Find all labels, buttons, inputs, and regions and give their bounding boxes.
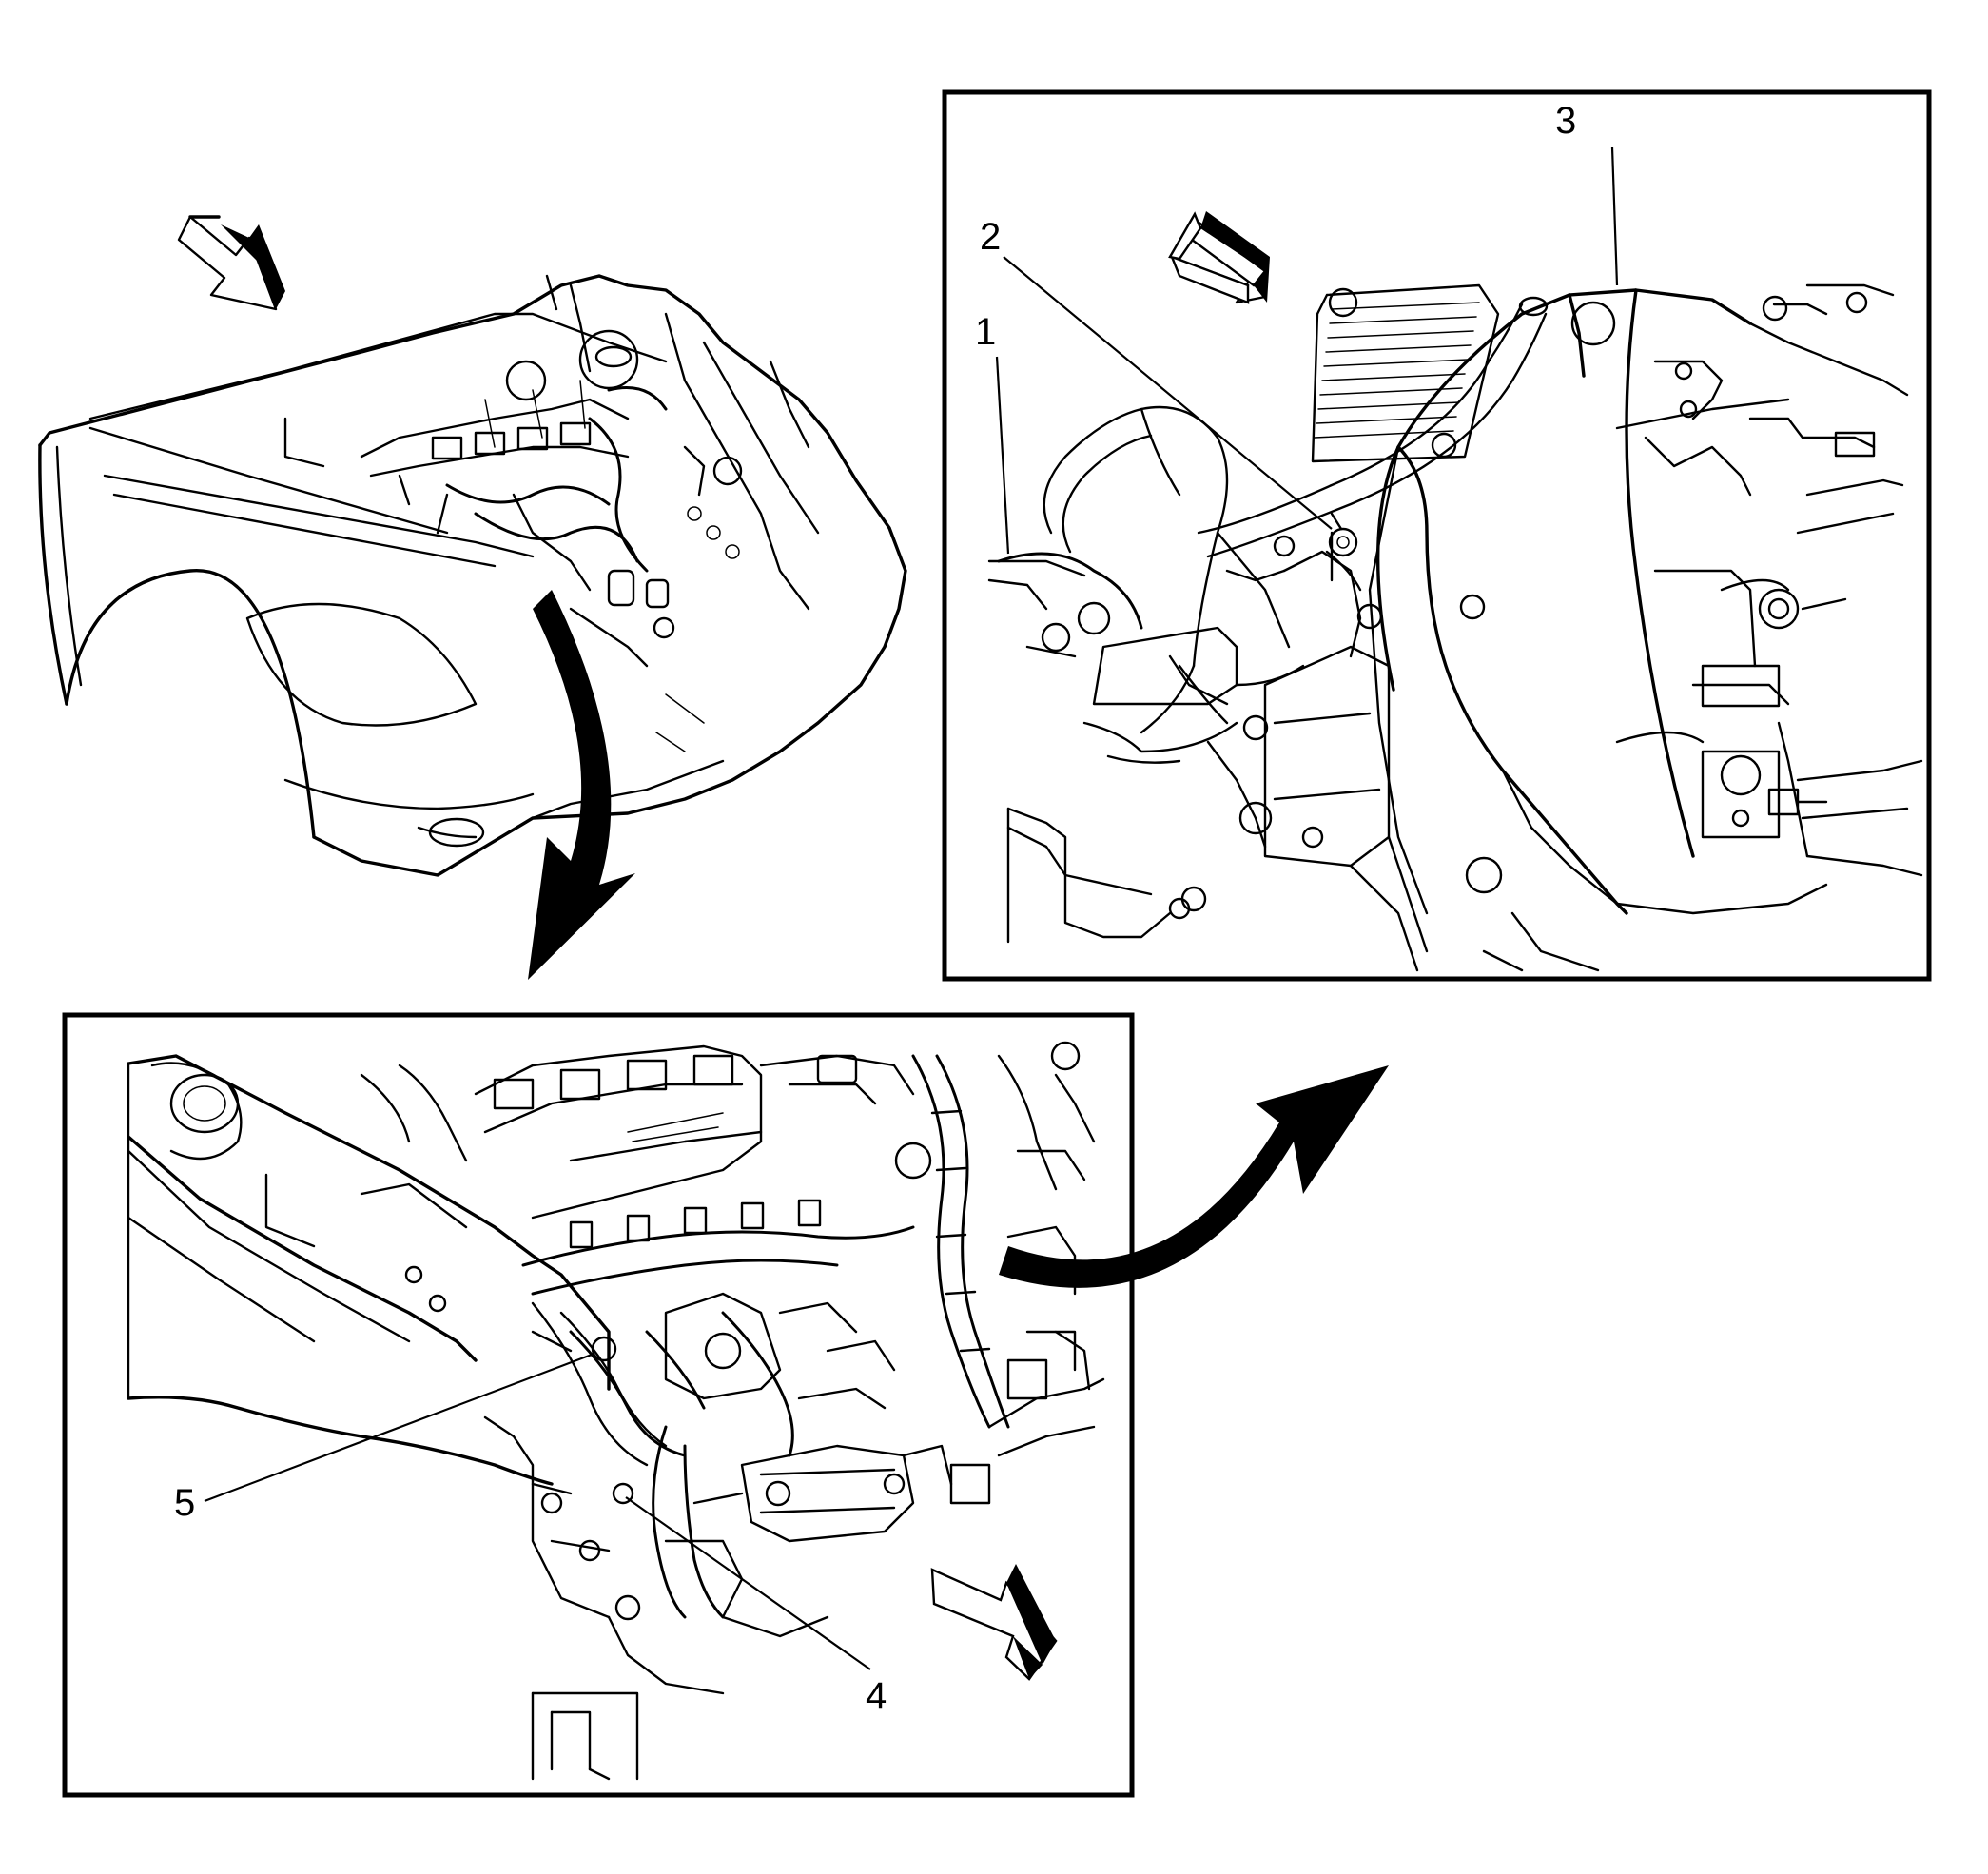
forward-direction-arrow-icon — [177, 215, 285, 311]
detail-panel-top — [942, 89, 1932, 982]
forward-direction-arrow-icon — [1168, 211, 1270, 304]
vehicle-front-overview — [38, 215, 907, 980]
curved-arrow-to-detail-icon — [999, 1065, 1389, 1288]
callout-2: 2 — [980, 216, 1001, 258]
callout-3: 3 — [1555, 100, 1576, 142]
curved-arrow-to-detail-icon — [528, 590, 635, 980]
callout-5: 5 — [174, 1482, 195, 1524]
forward-direction-arrow-icon — [930, 1564, 1058, 1681]
callout-4: 4 — [866, 1675, 887, 1717]
detail-panel-bottom — [62, 1012, 1135, 1798]
oil-cooler — [1311, 283, 1500, 463]
callout-1: 1 — [975, 311, 996, 353]
